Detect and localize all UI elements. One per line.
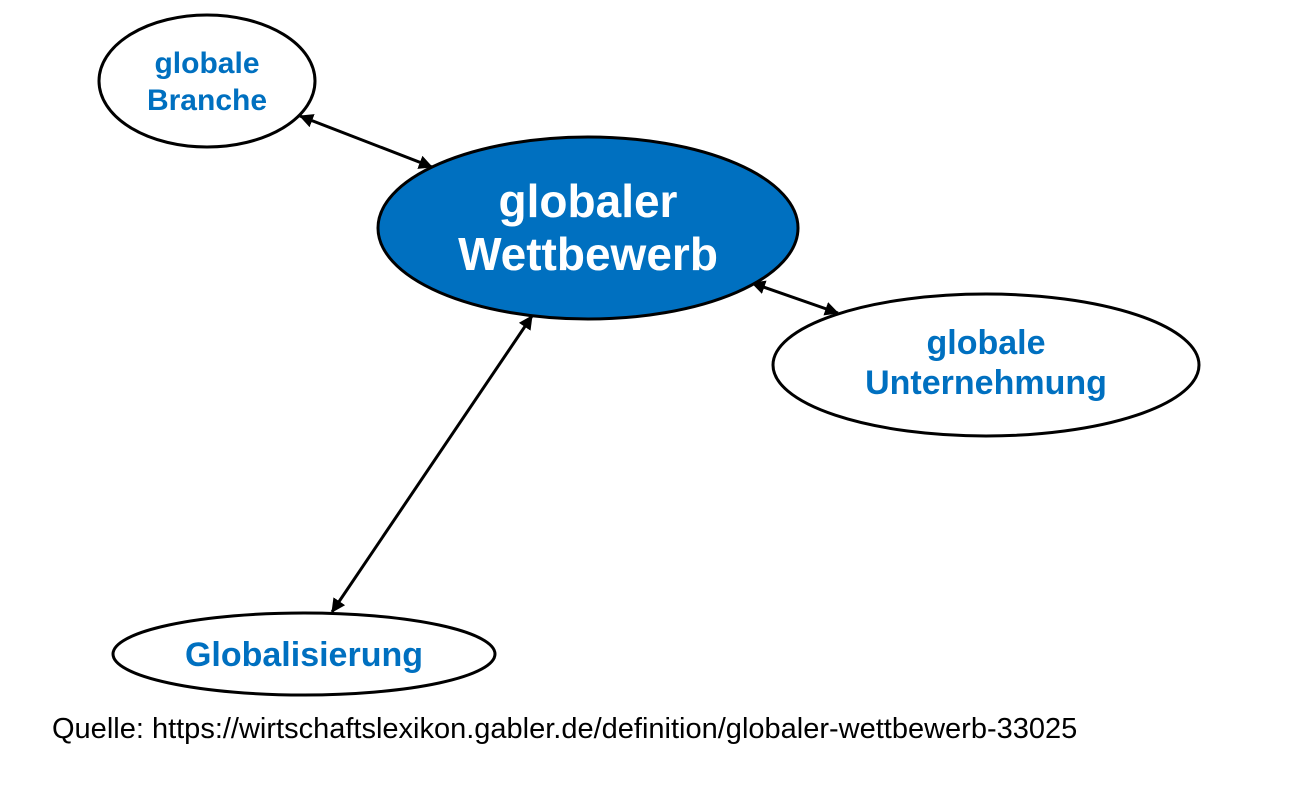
node-globaler-wettbewerb[interactable]: globaler Wettbewerb bbox=[376, 135, 800, 321]
node-globale-branche[interactable]: globale Branche bbox=[97, 13, 317, 149]
edge-center-globalisierung bbox=[330, 315, 534, 613]
node-globale-unternehmung-line1: globale bbox=[926, 324, 1045, 362]
node-globaler-wettbewerb-shape bbox=[376, 135, 800, 321]
node-globale-unternehmung[interactable]: globale Unternehmung bbox=[771, 292, 1201, 438]
node-globalisierung-shape bbox=[111, 611, 497, 697]
node-globaler-wettbewerb-line2: Wettbewerb bbox=[458, 228, 718, 280]
node-globale-branche-shape bbox=[97, 13, 317, 149]
edge-center-branche bbox=[299, 114, 433, 169]
node-globalisierung-label: Globalisierung bbox=[185, 636, 423, 674]
node-globale-unternehmung-shape bbox=[771, 292, 1201, 438]
source-caption: Quelle: https://wirtschaftslexikon.gable… bbox=[52, 713, 1077, 745]
node-globale-branche-line1: globale bbox=[154, 47, 259, 80]
edges bbox=[299, 114, 839, 613]
node-globaler-wettbewerb-line1: globaler bbox=[499, 175, 678, 227]
node-globalisierung[interactable]: Globalisierung bbox=[111, 611, 497, 697]
edge-center-unternehmung bbox=[751, 280, 839, 316]
node-globale-unternehmung-line2: Unternehmung bbox=[865, 364, 1107, 402]
node-globale-branche-line2: Branche bbox=[147, 84, 267, 117]
